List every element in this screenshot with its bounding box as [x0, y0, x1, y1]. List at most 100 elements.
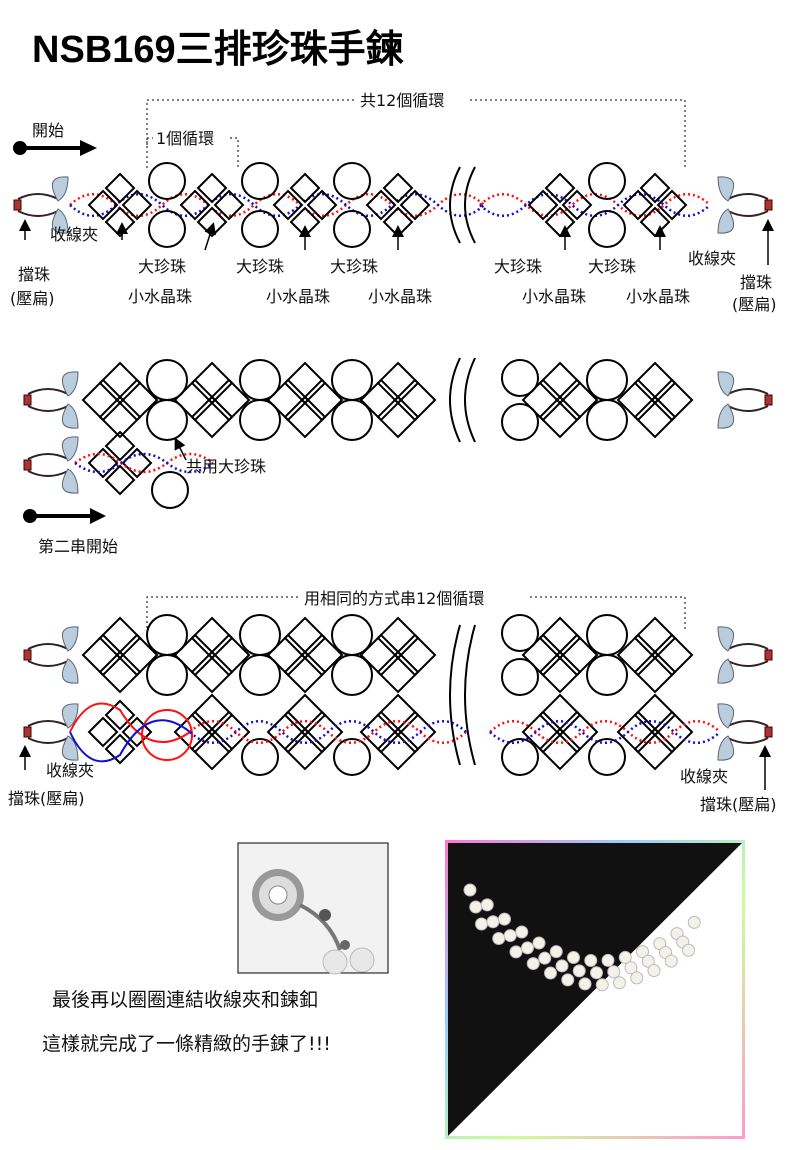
- small-crystal-bead: [382, 172, 414, 204]
- same-method-label: 用相同的方式串12個循環: [304, 589, 484, 608]
- blue-thread-path: [189, 719, 467, 745]
- one-loop-label: 1個循環: [156, 129, 214, 148]
- small-crystal-bead: [121, 189, 153, 221]
- crystal-cluster: [272, 172, 338, 238]
- big-pearl-label: 大珍珠: [236, 257, 284, 276]
- stopper-bead-icon: [23, 649, 32, 661]
- small-crystal-bead: [561, 189, 593, 221]
- page-title: NSB169三排珍珠手鍊: [32, 29, 404, 71]
- small-crystal-bead: [190, 650, 234, 694]
- pearl-bead: [618, 950, 632, 964]
- big-pearl: [146, 359, 188, 401]
- pearl-bead: [521, 941, 534, 955]
- small-crystal-label: 小水晶珠: [368, 287, 432, 306]
- crystal-cluster: [521, 693, 599, 771]
- clasp-shell-icon: [61, 403, 79, 429]
- clasp-icon: [23, 703, 79, 761]
- crystal-cluster: [173, 361, 251, 439]
- small-crystal-bead: [283, 395, 327, 439]
- small-crystal-bead: [365, 189, 397, 221]
- pearl-bead: [469, 900, 483, 914]
- caption-line2: 這樣就完成了一條精緻的手鍊了!!!: [42, 1033, 331, 1055]
- crystal-cluster: [173, 693, 251, 771]
- clasp-icon: [23, 626, 79, 684]
- bead-rows: [13, 162, 774, 790]
- stopper-bead-icon: [764, 394, 773, 406]
- pearl-bead: [624, 961, 638, 975]
- stopper-bead-icon: [13, 199, 22, 211]
- one-loop-bracket: [146, 137, 239, 170]
- stopper-label-flat: (壓扁): [732, 295, 777, 314]
- small-crystal-label: 小水晶珠: [626, 287, 690, 306]
- big-pearl: [501, 658, 539, 696]
- clasp-shell-icon: [51, 176, 69, 202]
- wire-icon: [727, 720, 769, 744]
- clasp-shell-icon: [717, 735, 735, 761]
- small-crystal-bead: [656, 189, 688, 221]
- wire-icon: [727, 388, 769, 412]
- clasp-shell-icon: [717, 658, 735, 684]
- small-crystal-bead: [544, 172, 576, 204]
- pearl-bead: [578, 977, 592, 991]
- pearl-bead: [630, 971, 644, 985]
- big-pearl: [146, 614, 188, 656]
- big-pearl: [331, 359, 373, 401]
- clasp-icon: [717, 176, 773, 234]
- clasp-shell-icon: [61, 626, 79, 652]
- small-crystal-bead: [399, 189, 431, 221]
- big-pearl: [241, 210, 279, 248]
- pearl-bead: [664, 954, 678, 968]
- stopper-flat-label: 擋珠(壓扁): [700, 795, 777, 814]
- small-crystal-bead: [104, 172, 136, 204]
- big-pearl: [501, 738, 539, 776]
- stopper-bead-icon: [23, 726, 32, 738]
- small-crystal-bead: [213, 189, 245, 221]
- clasp-icon: [717, 371, 773, 429]
- small-crystal-bead: [190, 727, 234, 771]
- pearl-bead: [567, 951, 580, 965]
- crystal-cluster: [87, 430, 153, 496]
- small-crystal-bead: [283, 650, 327, 694]
- big-pearl: [586, 399, 628, 441]
- pearl-bead: [532, 936, 546, 950]
- pearl-bead: [641, 954, 655, 968]
- pearl-bead: [613, 976, 626, 990]
- crystal-cluster: [616, 616, 694, 694]
- wire-icon: [27, 643, 69, 667]
- crystal-cluster: [521, 616, 599, 694]
- pearl-bead: [498, 912, 511, 926]
- pearl-bead: [682, 943, 695, 957]
- clasp-label: 收線夾: [688, 249, 736, 268]
- label-pointer-arrow: [204, 222, 216, 251]
- crystal-cluster: [87, 699, 153, 765]
- small-crystal-bead: [104, 206, 136, 238]
- stopper-label: 擋珠: [740, 273, 772, 292]
- crystal-cluster: [179, 172, 245, 238]
- break-mark: [449, 166, 476, 244]
- clasp-label: 收線夾: [50, 225, 98, 244]
- clasp-shell-icon: [51, 208, 69, 234]
- stopper-bead-icon: [764, 649, 773, 661]
- big-pearl: [333, 162, 371, 200]
- pearl-bead: [584, 953, 598, 967]
- total-loops-bracket: [146, 99, 686, 170]
- clasp-icon: [23, 371, 79, 429]
- pearl-bead: [647, 964, 661, 978]
- pearl-bead: [492, 931, 506, 945]
- clasp-shell-icon: [61, 703, 79, 729]
- break-mark: [449, 624, 476, 766]
- small-crystal-bead: [104, 733, 136, 765]
- small-crystal-label: 小水晶珠: [128, 287, 192, 306]
- big-pearl: [501, 614, 539, 652]
- small-crystal-bead: [376, 727, 420, 771]
- pearl-bead: [538, 951, 552, 965]
- crystal-cluster: [81, 616, 159, 694]
- clasp-icon: [717, 703, 773, 761]
- small-crystal-bead: [196, 206, 228, 238]
- small-crystal-bead: [289, 172, 321, 204]
- shared-pearl-label: 共用大珍珠: [186, 457, 266, 476]
- stopper-flat-label: 擋珠(壓扁): [8, 789, 85, 808]
- crystal-cluster: [622, 172, 688, 238]
- small-crystal-bead: [633, 395, 677, 439]
- pearl-bead: [463, 883, 477, 897]
